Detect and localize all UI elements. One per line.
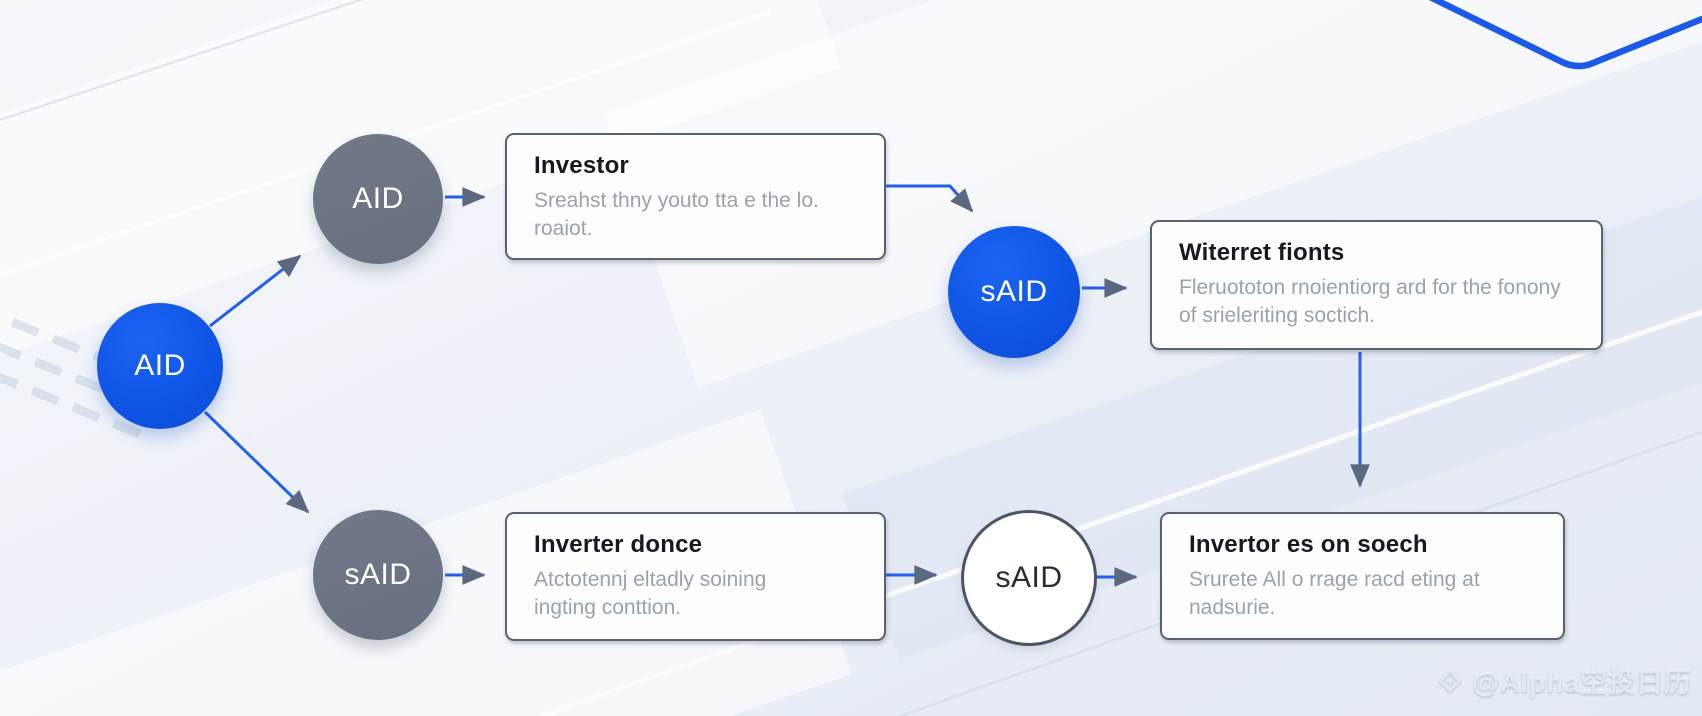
box-title: Witerret fionts (1179, 239, 1345, 266)
box-body: Sreahst thny youto tta e the lo. roaiot. (534, 188, 819, 240)
box-title: Investor (534, 152, 629, 179)
box-title: Invertor es on soech (1189, 531, 1428, 558)
arrow-aid-to-saidbottom (203, 410, 310, 514)
node-label: AID (352, 182, 404, 215)
node-label: sAID (344, 558, 412, 591)
box-body: Srurete All o rrage racd eting at nadsur… (1189, 567, 1480, 619)
node-aid-top: AID (313, 134, 443, 264)
blue-corner-line (1428, 0, 1702, 70)
binance-diamond-icon (1438, 669, 1462, 692)
arrow-aid-to-aidtop (209, 254, 302, 328)
box-invertor-soech: Invertor es on soech Srurete All o rrage… (1160, 512, 1565, 640)
node-label: sAID (980, 275, 1048, 308)
box-inverter-donce: Inverter donce Atctotennj eltadly soinin… (505, 512, 886, 641)
box-body: Fleruototon rnoientiorg ard for the fono… (1179, 275, 1561, 327)
node-said-mid: sAID (948, 226, 1080, 358)
node-aid-main: AID (97, 303, 223, 429)
watermark: @Alpha空投日历 (1436, 661, 1692, 700)
box-title: Inverter donce (534, 531, 703, 558)
node-label: sAID (995, 561, 1063, 594)
arrow-investor-to-said (886, 184, 974, 213)
box-witerret-fionts: Witerret fionts Fleruototon rnoientiorg … (1150, 220, 1603, 350)
node-label: AID (134, 349, 186, 382)
box-body: Atctotennj eltadly soining ingting contt… (534, 567, 767, 619)
node-said-outline: sAID (964, 513, 1094, 643)
box-investor: Investor Sreahst thny youto tta e the lo… (505, 133, 886, 260)
node-said-bottom: sAID (313, 510, 443, 640)
watermark-text: @Alpha空投日历 (1472, 668, 1692, 698)
